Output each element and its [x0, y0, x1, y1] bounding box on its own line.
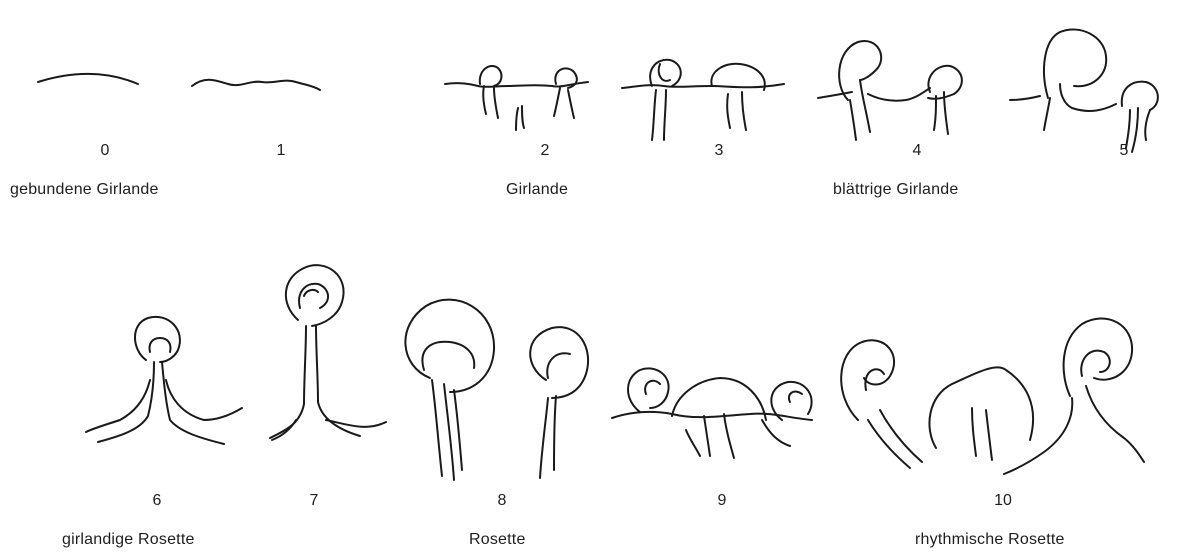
group-label-rhythmische-rosette: rhythmische Rosette — [915, 531, 1065, 549]
figure-2-drawing — [445, 66, 588, 130]
group-label-rosette: Rosette — [469, 531, 526, 549]
group-label-gebundene-girlande: gebundene Girlande — [10, 181, 159, 199]
figure-5-drawing — [1010, 29, 1158, 152]
figure-number-1: 1 — [277, 142, 286, 160]
figure-3-drawing — [622, 60, 784, 140]
figure-0-drawing — [38, 74, 138, 84]
figure-number-7: 7 — [310, 492, 319, 510]
figure-4-drawing — [818, 41, 962, 140]
group-label-girlandige-rosette: girlandige Rosette — [62, 531, 195, 549]
figure-number-9: 9 — [718, 492, 727, 510]
figure-6-drawing — [86, 317, 242, 444]
figure-9-drawing — [612, 368, 812, 458]
figure-number-6: 6 — [153, 492, 162, 510]
figure-8-drawing — [405, 300, 588, 480]
figure-number-0: 0 — [101, 142, 110, 160]
figure-number-4: 4 — [913, 142, 922, 160]
figure-10-drawing — [841, 319, 1144, 474]
figure-1-drawing — [192, 80, 320, 90]
figure-number-10: 10 — [994, 492, 1012, 510]
figure-number-2: 2 — [541, 142, 550, 160]
figure-7-drawing — [270, 265, 386, 440]
group-label-girlande: Girlande — [506, 181, 568, 199]
figure-number-8: 8 — [498, 492, 507, 510]
figure-number-5: 5 — [1120, 142, 1129, 160]
group-label-blaettrige-girlande: blättrige Girlande — [833, 181, 958, 199]
figure-number-3: 3 — [715, 142, 724, 160]
